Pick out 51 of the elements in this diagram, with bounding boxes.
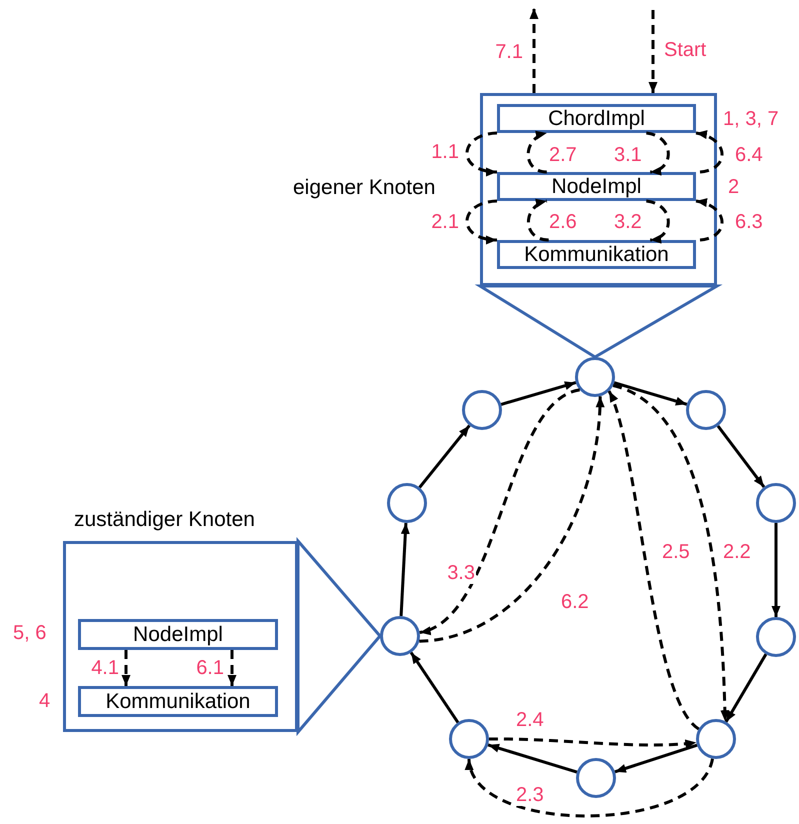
component-box: NodeImpl [78, 619, 278, 650]
dashed-arrow [419, 396, 604, 643]
arrow [400, 522, 410, 616]
arrow [772, 523, 780, 617]
arrow [488, 743, 578, 774]
arrow [410, 652, 460, 724]
node-circle [756, 483, 796, 523]
component-box: Kommunikation [497, 240, 696, 269]
dashed-arrow [646, 132, 670, 174]
node-circle [696, 719, 736, 759]
arrow [418, 424, 471, 488]
node-circle [462, 390, 502, 430]
dashed-arrow [489, 738, 696, 748]
node-circle [686, 390, 726, 430]
component-box: ChordImpl [497, 104, 696, 133]
dashed-arrow [646, 200, 670, 242]
arrow [614, 381, 688, 406]
component-box: NodeImpl [497, 172, 696, 201]
step-number: 1, 3, 7 [722, 108, 780, 130]
dashed-arrow [122, 650, 130, 686]
node-circle [387, 483, 427, 523]
dashed-arrow [696, 199, 724, 242]
node-circle [449, 719, 489, 759]
node-circle [576, 758, 616, 798]
node-circle [380, 616, 420, 656]
dashed-arrow [228, 650, 236, 686]
arrow [500, 381, 576, 406]
arrow [614, 744, 698, 774]
panel-heading: eigener Knoten [293, 176, 436, 200]
dashed-arrow [468, 758, 714, 818]
node-circle [756, 617, 796, 657]
arrow [724, 653, 768, 723]
edge-label: 2.3 [515, 784, 545, 806]
dashed-arrow [466, 132, 498, 176]
dashed-arrow [648, 10, 658, 93]
arrow [716, 425, 766, 488]
dashed-arrow [530, 8, 538, 93]
node-circle [575, 357, 615, 397]
edge-label: 3.3 [446, 562, 476, 584]
step-number: 5, 6 [12, 622, 48, 644]
dashed-arrow [419, 388, 580, 634]
zoom-lines [296, 536, 382, 736]
dashed-arrow [526, 132, 548, 174]
zoom-lines [474, 284, 723, 359]
dashed-arrow [466, 200, 498, 244]
dashed-arrow [696, 131, 724, 174]
panel-heading: zuständiger Knoten [74, 508, 255, 532]
dashed-arrow [608, 390, 700, 730]
dashed-arrow [527, 200, 549, 242]
component-box: Kommunikation [78, 686, 278, 717]
dashed-arrow [612, 384, 730, 722]
